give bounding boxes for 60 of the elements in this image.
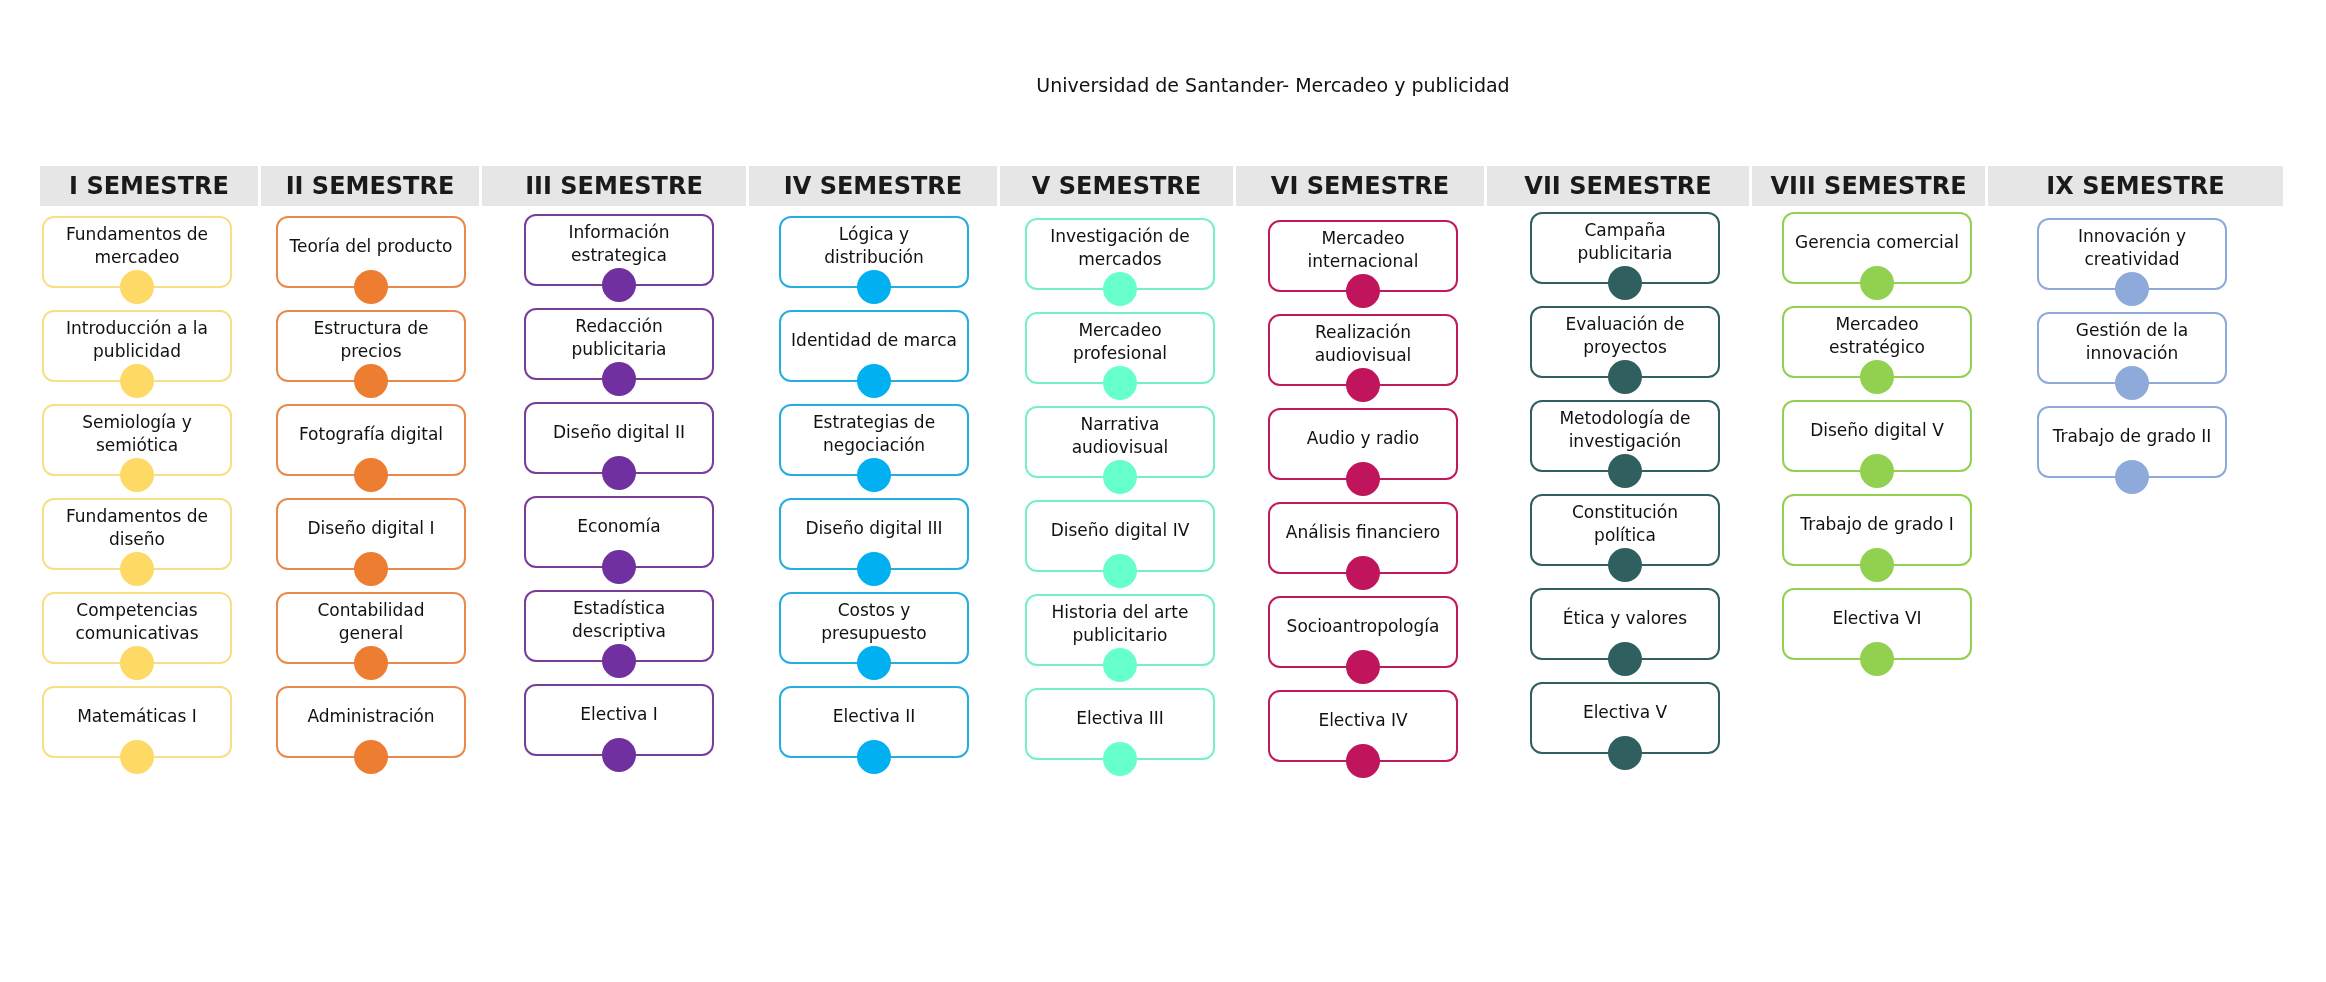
- course-name: Contabilidad general: [316, 599, 426, 645]
- course-name: Identidad de marca: [790, 328, 958, 352]
- course-name: Electiva II: [831, 704, 917, 728]
- course-name: Información estrategica: [567, 221, 671, 267]
- course-name: Redacción publicitaria: [570, 315, 668, 361]
- course-name: Mercadeo profesional: [1071, 319, 1169, 365]
- course-name: Estadística descriptiva: [571, 597, 667, 643]
- course-name: Investigación de mercados: [1049, 225, 1191, 271]
- course-name: Trabajo de grado I: [1799, 512, 1955, 536]
- semester-header: IX SEMESTRE: [1988, 166, 2283, 206]
- course-name: Campaña publicitaria: [1576, 219, 1674, 265]
- course-name: Diseño digital II: [552, 420, 686, 444]
- course-name: Electiva V: [1581, 700, 1669, 724]
- course-name: Lógica y distribución: [823, 223, 925, 269]
- course-name: Mercadeo estratégico: [1828, 313, 1926, 359]
- course-name: Competencias comunicativas: [74, 599, 200, 645]
- course-name: Realización audiovisual: [1313, 321, 1413, 367]
- course-name: Diseño digital IV: [1049, 518, 1191, 542]
- semester-header: II SEMESTRE: [261, 166, 479, 206]
- course-name: Mercadeo internacional: [1306, 227, 1420, 273]
- course-name: Ética y valores: [1561, 606, 1689, 630]
- semester-header: V SEMESTRE: [1000, 166, 1233, 206]
- course-name: Electiva VI: [1831, 606, 1923, 630]
- semester-header: IV SEMESTRE: [749, 166, 997, 206]
- course-name: Diseño digital I: [306, 516, 436, 540]
- course-name: Electiva I: [579, 702, 659, 726]
- course-name: Gestión de la innovación: [2074, 319, 2190, 365]
- course-name: Socioantropología: [1285, 614, 1441, 638]
- course-name: Teoría del producto: [288, 234, 454, 258]
- course-name: Constitución política: [1571, 501, 1679, 547]
- course-name: Evaluación de proyectos: [1564, 313, 1686, 359]
- semester-header: III SEMESTRE: [482, 166, 746, 206]
- course-name: Matemáticas I: [76, 704, 198, 728]
- semester-header: VI SEMESTRE: [1236, 166, 1484, 206]
- course-name: Audio y radio: [1305, 426, 1421, 450]
- course-name: Narrativa audiovisual: [1070, 413, 1170, 459]
- course-name: Metodología de investigación: [1558, 407, 1692, 453]
- course-name: Semiología y semiótica: [81, 411, 193, 457]
- semester-header: I SEMESTRE: [40, 166, 258, 206]
- semester-header: VIII SEMESTRE: [1752, 166, 1985, 206]
- course-name: Administración: [306, 704, 436, 728]
- course-name: Gerencia comercial: [1794, 230, 1960, 254]
- course-name: Electiva III: [1075, 706, 1165, 730]
- course-name: Introducción a la publicidad: [65, 317, 209, 363]
- course-name: Historia del arte publicitario: [1050, 601, 1190, 647]
- course-name: Fundamentos de mercadeo: [65, 223, 209, 269]
- diagram-title: Universidad de Santander- Mercadeo y publicidad: [1035, 74, 1511, 96]
- course-name: Costos y presupuesto: [820, 599, 928, 645]
- course-name: Fundamentos de diseño: [65, 505, 209, 551]
- course-name: Estructura de precios: [312, 317, 430, 363]
- course-name: Economía: [576, 514, 662, 538]
- course-name: Trabajo de grado II: [2051, 424, 2213, 448]
- course-name: Análisis financiero: [1284, 520, 1442, 544]
- semester-header: VII SEMESTRE: [1487, 166, 1749, 206]
- course-name: Innovación y creatividad: [2076, 225, 2188, 271]
- course-name: Fotografía digital: [297, 422, 445, 446]
- course-name: Diseño digital III: [804, 516, 944, 540]
- course-name: Electiva IV: [1317, 708, 1409, 732]
- course-name: Diseño digital V: [1809, 418, 1945, 442]
- course-name: Estrategias de negociación: [811, 411, 937, 457]
